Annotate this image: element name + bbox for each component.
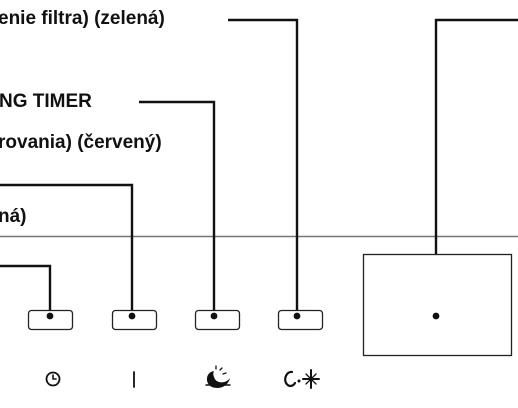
filter-lamp-dot [293,312,301,320]
operation-lamp-label: ná) [0,206,27,227]
receiver-leader-line [434,18,518,315]
timer-lamp [194,309,241,331]
sleep-lamp [27,309,74,331]
timer-leader-line [139,100,216,315]
signal-receiver-window [362,253,513,357]
sleep-leader-line [0,264,52,315]
filter-leader-line [228,18,299,315]
operation-leader-line [0,183,134,315]
filter-lamp-label: enie filtra) (zelená) [0,8,165,29]
sleep-lamp-dot [46,312,54,320]
filter-lamp [277,309,324,331]
receiver-dot [432,312,440,320]
sleep-moon-icon [205,365,231,388]
timer-clock-icon [45,371,61,387]
timer-lamp-label-line1: NG TIMER [0,91,92,112]
timer-lamp-dot [210,312,218,320]
timer-lamp-label-line2: rovania) (červený) [0,132,162,153]
filter-clean-icon [284,369,320,389]
operation-lamp-dot [128,312,136,320]
operation-lamp [111,309,158,331]
